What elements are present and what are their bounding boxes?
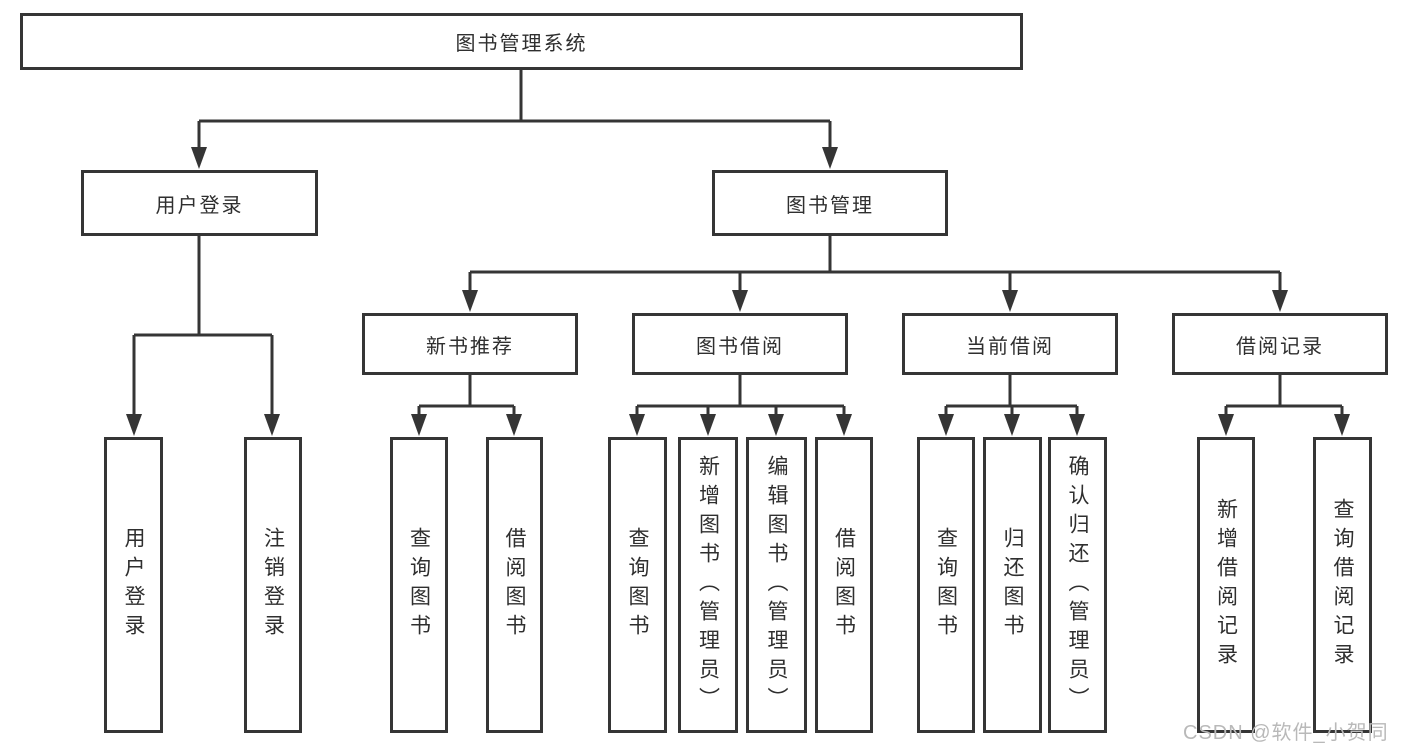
leaf-edit-books-admin: 编辑图书（管理员）	[746, 437, 807, 733]
leaf-return-books: 归还图书	[983, 437, 1042, 733]
node-new-book-recommend: 新书推荐	[362, 313, 578, 375]
leaf-borrow-books-newbooks: 借阅图书	[486, 437, 543, 733]
node-library-management-system: 图书管理系统	[20, 13, 1023, 70]
leaf-borrow-books: 借阅图书	[815, 437, 873, 733]
csdn-watermark: CSDN @软件_小贺同学	[1183, 722, 1389, 744]
node-borrow-records: 借阅记录	[1172, 313, 1388, 375]
node-user-login: 用户登录	[81, 170, 318, 236]
leaf-confirm-return-admin: 确认归还（管理员）	[1048, 437, 1107, 733]
leaf-add-borrow-record: 新增借阅记录	[1197, 437, 1255, 733]
leaf-user-login: 用户登录	[104, 437, 163, 733]
node-book-management: 图书管理	[712, 170, 948, 236]
leaf-query-borrow-record: 查询借阅记录	[1313, 437, 1372, 733]
leaf-query-books-current: 查询图书	[917, 437, 975, 733]
leaf-logout: 注销登录	[244, 437, 302, 733]
leaf-query-books-newbooks: 查询图书	[390, 437, 448, 733]
node-book-borrow: 图书借阅	[632, 313, 848, 375]
leaf-add-books-admin: 新增图书（管理员）	[678, 437, 738, 733]
leaf-query-books-borrow: 查询图书	[608, 437, 667, 733]
node-current-borrow: 当前借阅	[902, 313, 1118, 375]
